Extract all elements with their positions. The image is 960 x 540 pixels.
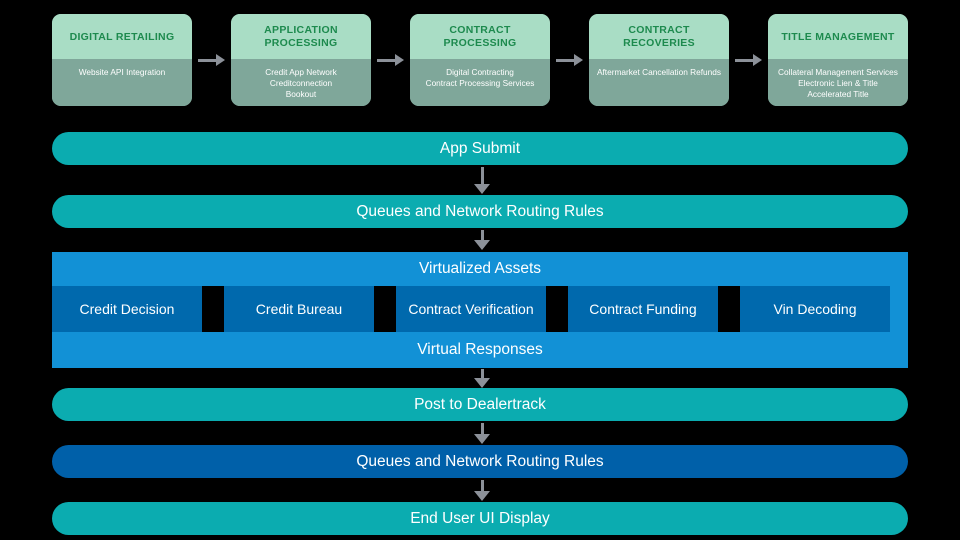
arrow-down-icon <box>474 230 490 250</box>
stage-item: Aftermarket Cancellation Refunds <box>596 67 722 77</box>
stage-item: Website API Integration <box>78 67 166 77</box>
stage-title: CONTRACT RECOVERIES <box>589 14 729 59</box>
virtualized-assets-row: Credit Decision Credit Bureau Contract V… <box>52 286 908 332</box>
asset-credit-bureau[interactable]: Credit Bureau <box>224 286 374 332</box>
stage-item: Credit App Network <box>265 67 337 77</box>
arrow-shaft <box>480 480 484 491</box>
arrow-right-icon <box>729 14 768 106</box>
bar-label: App Submit <box>439 139 521 157</box>
arrow-head <box>395 54 404 66</box>
asset-contract-verification[interactable]: Contract Verification <box>396 286 546 332</box>
arrow-down-icon <box>474 480 490 501</box>
arrow-head <box>474 240 490 250</box>
arrow-down-icon <box>474 167 490 194</box>
stage-box-title-management[interactable]: TITLE MANAGEMENT Collateral Management S… <box>768 14 908 106</box>
stage-item: Accelerated Title <box>807 89 869 99</box>
bar-label: Queues and Network Routing Rules <box>356 202 604 220</box>
arrow-shaft <box>735 58 753 62</box>
bar-app-submit[interactable]: App Submit <box>52 132 908 165</box>
stage-items: Credit App Network Creditconnection Book… <box>231 59 371 106</box>
arrow-shaft <box>480 230 484 240</box>
arrow-shaft <box>480 423 484 434</box>
stage-box-application-processing[interactable]: APPLICATION PROCESSING Credit App Networ… <box>231 14 371 106</box>
bar-label: Queues and Network Routing Rules <box>356 452 604 470</box>
stage-title: CONTRACT PROCESSING <box>410 14 550 59</box>
bar-queues-bottom[interactable]: Queues and Network Routing Rules <box>52 445 908 478</box>
asset-divider <box>374 286 396 332</box>
bar-post-to-dealertrack[interactable]: Post to Dealertrack <box>52 388 908 421</box>
bar-label: End User UI Display <box>410 509 550 527</box>
arrow-head <box>474 184 490 194</box>
bar-label: Post to Dealertrack <box>414 395 546 413</box>
stage-box-contract-processing[interactable]: CONTRACT PROCESSING Digital Contracting … <box>410 14 550 106</box>
asset-divider <box>718 286 740 332</box>
arrow-right-icon <box>550 14 589 106</box>
stage-item: Bookout <box>285 89 317 99</box>
stage-items: Website API Integration <box>52 59 192 106</box>
stage-box-contract-recoveries[interactable]: CONTRACT RECOVERIES Aftermarket Cancella… <box>589 14 729 106</box>
arrow-shaft <box>480 167 484 184</box>
asset-label: Contract Verification <box>408 301 534 317</box>
arrow-head <box>753 54 762 66</box>
stage-items: Digital Contracting Contract Processing … <box>410 59 550 106</box>
arrow-shaft <box>556 58 574 62</box>
stage-item: Creditconnection <box>269 78 333 88</box>
stage-title: APPLICATION PROCESSING <box>231 14 371 59</box>
bar-queues-top[interactable]: Queues and Network Routing Rules <box>52 195 908 228</box>
asset-label: Contract Funding <box>589 301 697 317</box>
asset-label: Credit Bureau <box>255 301 343 317</box>
stage-item: Collateral Management Services <box>778 67 898 77</box>
asset-credit-decision[interactable]: Credit Decision <box>52 286 202 332</box>
arrow-down-icon <box>474 369 490 388</box>
virtualized-assets-title: Virtualized Assets <box>418 259 542 277</box>
asset-label: Vin Decoding <box>773 301 857 317</box>
bar-end-user-ui-display[interactable]: End User UI Display <box>52 502 908 535</box>
arrow-shaft <box>480 369 484 378</box>
arrow-shaft <box>198 58 216 62</box>
stage-box-digital-retailing[interactable]: DIGITAL RETAILING Website API Integratio… <box>52 14 192 106</box>
asset-divider <box>202 286 224 332</box>
stage-title: TITLE MANAGEMENT <box>768 14 908 59</box>
arrow-shaft <box>377 58 395 62</box>
stage-item: Digital Contracting <box>446 67 514 77</box>
arrow-head <box>474 434 490 444</box>
arrow-down-icon <box>474 423 490 444</box>
asset-divider <box>546 286 568 332</box>
virtual-responses-title: Virtual Responses <box>417 341 543 358</box>
stage-title: DIGITAL RETAILING <box>52 14 192 59</box>
arrow-head <box>574 54 583 66</box>
arrow-head <box>216 54 225 66</box>
asset-vin-decoding[interactable]: Vin Decoding <box>740 286 890 332</box>
asset-contract-funding[interactable]: Contract Funding <box>568 286 718 332</box>
arrow-head <box>474 378 490 388</box>
arrow-right-icon <box>192 14 231 106</box>
asset-label: Credit Decision <box>79 301 175 317</box>
arrow-right-icon <box>371 14 410 106</box>
stage-item: Electronic Lien & Title <box>798 78 878 88</box>
pipeline-row: DIGITAL RETAILING Website API Integratio… <box>52 14 908 106</box>
stage-items: Collateral Management Services Electroni… <box>768 59 908 106</box>
stage-item: Contract Processing Services <box>425 78 535 88</box>
stage-items: Aftermarket Cancellation Refunds <box>589 59 729 106</box>
arrow-head <box>474 491 490 501</box>
virtualized-assets-block: Virtualized Assets Credit Decision Credi… <box>52 252 908 368</box>
